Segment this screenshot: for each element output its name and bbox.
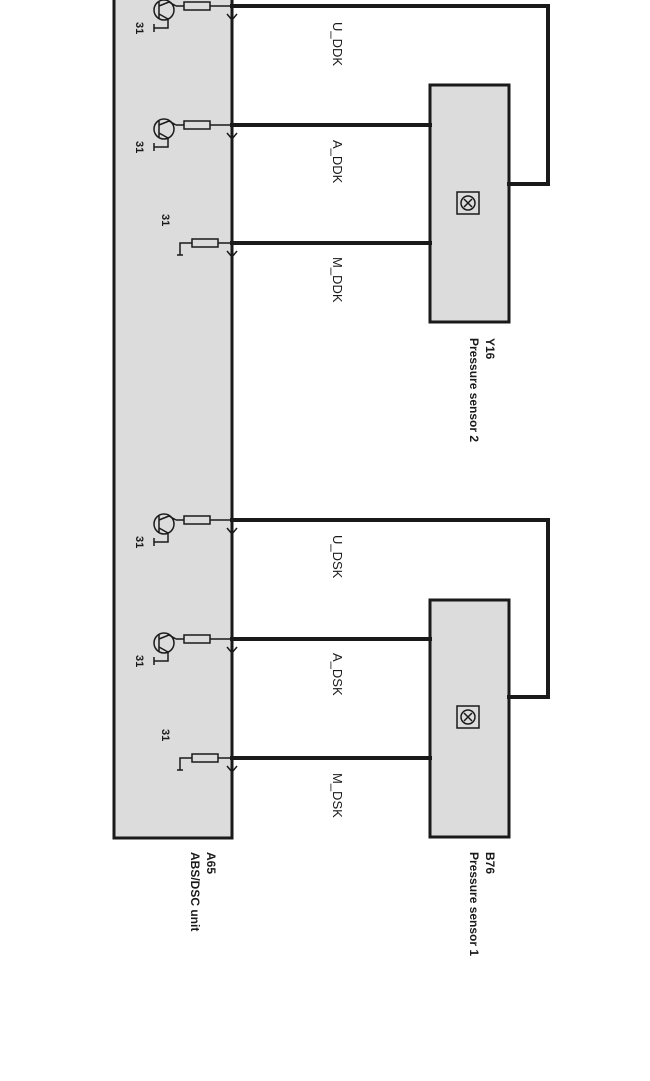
sensor-bottom-name: Pressure sensor 1 bbox=[467, 852, 481, 956]
signal-label-m-dsk: M_DSK bbox=[330, 773, 345, 818]
wire-u-dsk bbox=[230, 518, 550, 699]
abs-dsc-unit-box bbox=[112, 0, 234, 840]
ground-label: 31 bbox=[133, 141, 145, 153]
unit-id: A65 bbox=[204, 852, 218, 874]
wire-u-ddk bbox=[230, 4, 550, 186]
signal-label-a-ddk: A_DDK bbox=[330, 140, 345, 184]
ground-label: 31 bbox=[133, 22, 145, 34]
unit-name: ABS/DSC unit bbox=[188, 852, 202, 931]
signal-label-u-dsk: U_DSK bbox=[330, 535, 345, 579]
ground-label: 31 bbox=[133, 655, 145, 667]
ground-label: 31 bbox=[159, 214, 171, 226]
ground-label: 31 bbox=[133, 536, 145, 548]
signal-label-a-dsk: A_DSK bbox=[330, 653, 345, 696]
signal-label-m-ddk: M_DDK bbox=[330, 257, 345, 303]
signal-label-u-ddk: U_DDK bbox=[330, 22, 345, 66]
sensor-bottom-id: B76 bbox=[483, 852, 497, 874]
sensor-top-name: Pressure sensor 2 bbox=[467, 338, 481, 442]
ground-label: 31 bbox=[159, 729, 171, 741]
sensor-top-id: Y16 bbox=[483, 338, 497, 360]
